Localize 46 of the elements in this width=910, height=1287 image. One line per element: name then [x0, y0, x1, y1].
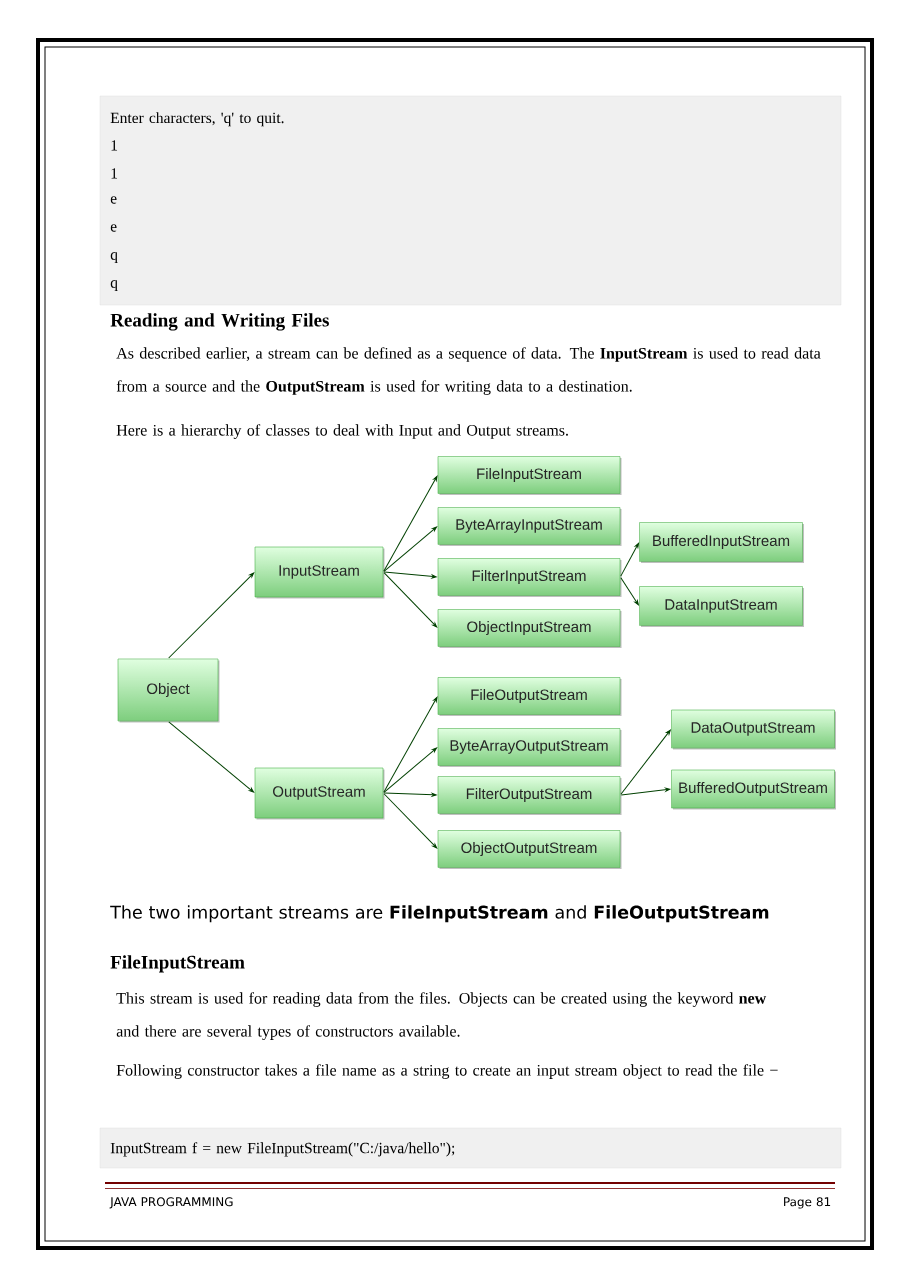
- arrow: [168, 721, 255, 793]
- paragraph: As described earlier, a stream can be defined as a sequence of data. The InputStream is used to read data from a source and the OutputStream is used for writing data to a destination.: [116, 347, 821, 395]
- footer-text: JAVA PROGRAMMING: [109, 1197, 233, 1209]
- paragraph: The two important streams are FileInputStream and FileOutputStream: [110, 905, 769, 923]
- class-box: ByteArrayInputStream: [437, 507, 622, 546]
- class-box: ObjectOutputStream: [437, 830, 622, 869]
- arrow: [383, 475, 438, 572]
- code-output-line: e: [110, 224, 117, 232]
- arrow: [383, 696, 438, 793]
- class-box: OutputStream: [254, 767, 385, 820]
- arrow: [620, 787, 671, 796]
- paragraph: Here is a hierarchy of classes to deal with Input and Output streams.: [116, 424, 568, 439]
- arrow: [383, 571, 437, 579]
- code-output-line: Enter characters, 'q' to quit.: [110, 112, 284, 127]
- arrow: [383, 747, 438, 793]
- arrow: [383, 572, 438, 628]
- arrow: [620, 729, 671, 795]
- arrow: [168, 572, 255, 659]
- code-output-line: 1: [111, 168, 117, 179]
- code-output-line: 1: [111, 140, 117, 151]
- class-box: ObjectInputStream: [437, 609, 622, 648]
- arrow: [383, 526, 438, 572]
- class-box: InputStream: [254, 546, 385, 599]
- arrow: [383, 792, 437, 797]
- code-output-line: q: [110, 252, 118, 263]
- code-output-line: q: [110, 280, 118, 291]
- section-heading: FileInputStream: [110, 955, 245, 973]
- code-output-line: e: [110, 196, 117, 204]
- class-box: FileOutputStream: [437, 677, 622, 716]
- paragraph: This stream is used for reading data from the files. Objects can be created using the keyword new and there are several types of constructors available.: [116, 992, 767, 1040]
- page-number: Page 81: [784, 1197, 831, 1209]
- arrow: [383, 793, 438, 849]
- class-box: BufferedOutputStream: [671, 769, 836, 810]
- class-box: FileInputStream: [437, 456, 622, 495]
- class-box: FilterInputStream: [437, 558, 622, 597]
- arrow: [620, 577, 639, 606]
- code-line: InputStream f = new FileInputStream("C:/java/hello");: [110, 1142, 455, 1157]
- section-heading: Reading and Writing Files: [110, 313, 329, 331]
- class-box: ByteArrayOutputStream: [437, 728, 622, 767]
- arrow: [620, 542, 639, 577]
- paragraph: Following constructor takes a file name as a string to create an input stream object to read the file −: [116, 1064, 778, 1079]
- class-box: FilterOutputStream: [437, 776, 622, 815]
- class-box: DataOutputStream: [671, 709, 836, 750]
- class-box: DataInputStream: [639, 586, 804, 627]
- class-box: Object: [117, 658, 220, 723]
- class-box: BufferedInputStream: [639, 522, 804, 563]
